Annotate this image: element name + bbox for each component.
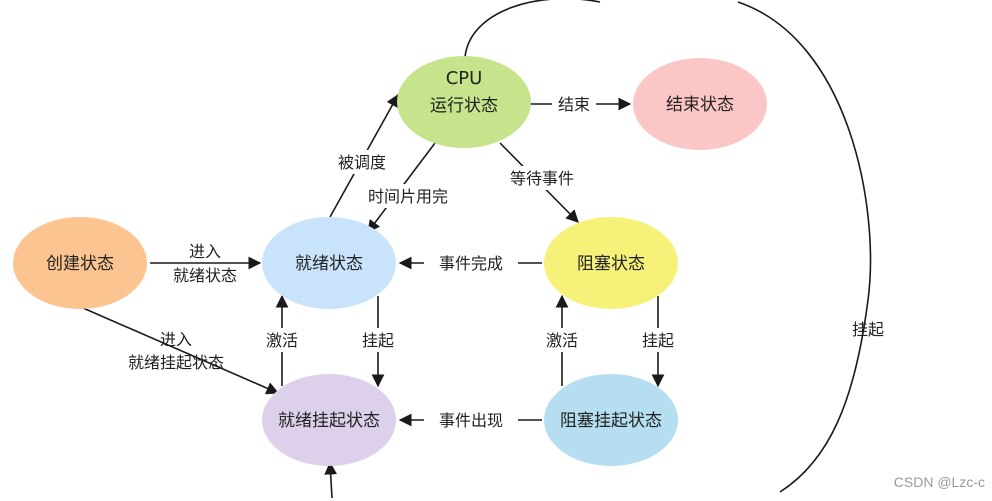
ready-suspended-state-node xyxy=(262,374,396,466)
ready-suspended-incoming-edge xyxy=(324,461,338,499)
created-state-node xyxy=(13,217,147,309)
activate-right-edge-label: 激活 xyxy=(546,331,578,350)
running-state-node xyxy=(397,56,531,148)
ready-state-node xyxy=(262,217,396,309)
blocked-suspended-state-node xyxy=(544,374,678,466)
event-occurs-edge-label: 事件出现 xyxy=(439,411,503,430)
csdn-watermark: CSDN @Lzc-c xyxy=(894,474,985,490)
enter-ready-edge-label-line1: 进入 xyxy=(189,242,221,261)
event-done-edge-label: 事件完成 xyxy=(439,254,503,273)
suspend-left-edge-label: 挂起 xyxy=(362,331,394,350)
terminated-state-node xyxy=(633,58,767,150)
running-state-label: 运行状态 xyxy=(430,96,498,116)
blocked-suspended-state-label: 阻塞挂起状态 xyxy=(560,411,662,431)
terminated-state-label: 结束状态 xyxy=(666,95,734,115)
ready-state-label: 就绪状态 xyxy=(295,254,363,274)
created-state-label: 创建状态 xyxy=(46,254,114,274)
wait-event-edge-label: 等待事件 xyxy=(510,169,574,188)
running-state-cpu-label: CPU xyxy=(446,68,483,89)
timeout-edge-label: 时间片用完 xyxy=(368,187,448,206)
suspend-far-right-edge-label: 挂起 xyxy=(852,320,884,339)
blocked-state-label: 阻塞状态 xyxy=(577,254,645,274)
enter-ready-suspended-edge-label-line2: 就绪挂起状态 xyxy=(128,353,224,372)
enter-ready-suspended-edge xyxy=(82,307,280,395)
dispatch-edge-label: 被调度 xyxy=(338,153,386,172)
blocked-state-node xyxy=(544,217,678,309)
enter-ready-suspended-edge-label-line1: 进入 xyxy=(160,330,192,349)
suspend-curve-edge xyxy=(464,0,872,493)
enter-ready-edge-label-line2: 就绪状态 xyxy=(173,266,237,285)
end-edge-label: 结束 xyxy=(558,95,590,114)
activate-left-edge-label: 激活 xyxy=(266,331,298,350)
suspend-right-edge-label: 挂起 xyxy=(642,331,674,350)
ready-suspended-state-label: 就绪挂起状态 xyxy=(278,411,380,431)
